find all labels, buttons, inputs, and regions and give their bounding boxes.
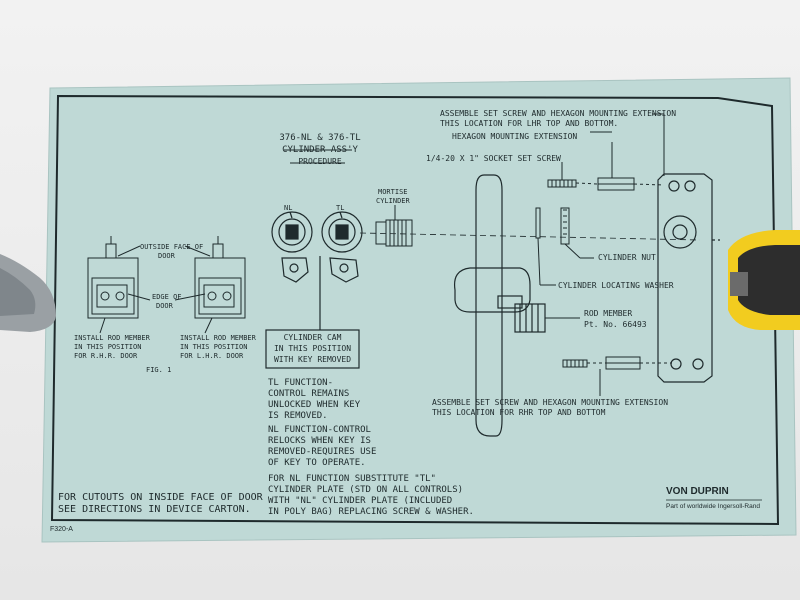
install-lhr-2: IN THIS POSITION	[180, 343, 248, 351]
hex-ext-label: HEXAGON MOUNTING EXTENSION	[452, 132, 578, 141]
outside-face-label-2: DOOR	[158, 252, 175, 260]
install-rhr-3: FOR R.H.R. DOOR	[74, 352, 138, 360]
assemble-bottom-2: THIS LOCATION FOR RHR TOP AND BOTTOM	[432, 408, 606, 417]
brand-logo: VON DUPRIN	[666, 486, 729, 497]
mortise-label-2: CYLINDER	[376, 197, 410, 205]
top-screw-hex	[547, 113, 665, 191]
tl-note-2: CONTROL REMAINS	[268, 389, 350, 399]
fig1-diagram	[87, 236, 246, 334]
install-rhr-2: IN THIS POSITION	[74, 343, 142, 351]
tl-label: TL	[336, 204, 345, 212]
mounting-plate	[657, 173, 720, 383]
tl-note-1: TL FUNCTION-	[268, 378, 334, 388]
nl-note-1: NL FUNCTION-CONTROL	[268, 425, 371, 435]
tl-note-4: IS REMOVED.	[268, 411, 328, 421]
rod-member-1: ROD MEMBER	[584, 309, 633, 318]
sub-note-2: CYLINDER PLATE (STD ON ALL CONTROLS)	[268, 485, 464, 495]
assemble-bottom-1: ASSEMBLE SET SCREW AND HEXAGON MOUNTING …	[432, 398, 669, 407]
install-lhr-1: INSTALL ROD MEMBER	[180, 334, 256, 342]
title-line-2: CYLINDER ASS'Y	[282, 145, 358, 155]
cutouts-note-1: FOR CUTOUTS ON INSIDE FACE OF DOOR	[58, 492, 263, 503]
cylinder-nut-label: CYLINDER NUT	[598, 253, 656, 262]
edge-label-2: DOOR	[156, 302, 173, 310]
mortise-cylinder	[375, 205, 413, 247]
tape-measure	[728, 230, 800, 330]
mortise-label-1: MORTISE	[378, 188, 408, 196]
nl-note-3: REMOVED-REQUIRES USE	[268, 447, 377, 457]
sub-note-4: IN POLY BAG) REPLACING SCREW & WASHER.	[268, 507, 474, 517]
title-line-1: 376-NL & 376-TL	[279, 133, 361, 143]
cylinder-cam-box	[265, 329, 360, 369]
nl-note-2: RELOCKS WHEN KEY IS	[268, 436, 371, 446]
washer-nut	[535, 207, 594, 286]
cutouts-note-2: SEE DIRECTIONS IN DEVICE CARTON.	[58, 504, 251, 515]
cylinder-cam-1: CYLINDER CAM	[283, 333, 342, 342]
cyl-washer-label: CYLINDER LOCATING WASHER	[558, 281, 674, 290]
form-id: F320-A	[50, 526, 73, 533]
install-lhr-3: FOR L.H.R. DOOR	[180, 352, 244, 360]
install-rhr-1: INSTALL ROD MEMBER	[74, 334, 150, 342]
nl-note-4: OF KEY TO OPERATE.	[268, 458, 366, 468]
edge-label-1: EDGE OF	[152, 293, 182, 301]
sub-note-3: WITH "NL" CYLINDER PLATE (INCLUDED	[268, 496, 453, 506]
tl-note-3: UNLOCKED WHEN KEY	[268, 400, 361, 410]
door-handle	[0, 254, 56, 332]
paper	[41, 77, 797, 543]
assemble-top-1: ASSEMBLE SET SCREW AND HEXAGON MOUNTING …	[440, 109, 677, 118]
cylinder-cam-2: IN THIS POSITION	[273, 344, 352, 353]
title-line-3: PROCEDURE	[298, 157, 342, 166]
nl-label: NL	[284, 204, 293, 212]
cylinder-faces	[271, 211, 363, 330]
cylinder-cam-3: WITH KEY REMOVED	[273, 355, 352, 364]
fig1-caption: FIG. 1	[146, 366, 172, 374]
sub-note-1: FOR NL FUNCTION SUBSTITUTE "TL"	[268, 474, 436, 484]
assemble-top-2: THIS LOCATION FOR LHR TOP AND BOTTOM.	[440, 119, 619, 128]
rod-member-2: Pt. No. 66493	[584, 320, 647, 329]
outside-face-label-1: OUTSIDE FACE OF	[140, 243, 204, 251]
bottom-screw-hex	[562, 356, 672, 396]
trim-plate	[453, 174, 546, 437]
socket-screw-label: 1/4-20 X 1" SOCKET SET SCREW	[426, 154, 561, 163]
brand-subtitle: Part of worldwide Ingersoll-Rand	[666, 503, 760, 510]
